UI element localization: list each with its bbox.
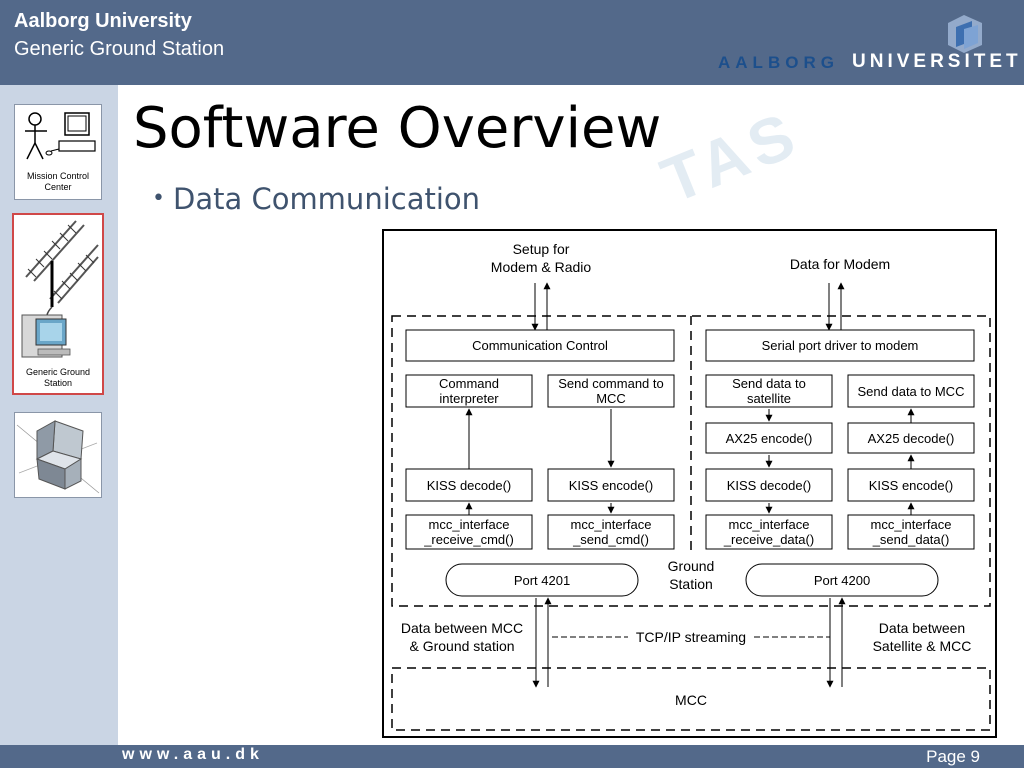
svg-text:KISS decode(): KISS decode() (427, 478, 512, 493)
svg-text:mcc_interface: mcc_interface (571, 517, 652, 532)
box-mcc-send-data: mcc_interface _send_data() (847, 514, 975, 550)
logo-text-universitet: UNIVERSITET (852, 51, 1022, 72)
svg-text:mcc_interface: mcc_interface (729, 517, 810, 532)
top-left-label: Setup for (513, 241, 570, 257)
sidebar: Mission Control Center (0, 85, 118, 745)
tcp-ip-label: TCP/IP streaming (636, 629, 746, 645)
box-command-interpreter: Command interpreter (405, 374, 533, 408)
box-kiss-decode-left: KISS decode() (405, 468, 533, 502)
sidebar-item-mission-control[interactable]: Mission Control Center (14, 104, 102, 200)
svg-text:satellite: satellite (747, 391, 791, 406)
svg-text:interpreter: interpreter (439, 391, 499, 406)
svg-text:_receive_cmd(): _receive_cmd() (423, 532, 514, 547)
svg-text:_send_cmd(): _send_cmd() (572, 532, 649, 547)
box-kiss-encode-left: KISS encode() (547, 468, 675, 502)
sidebar-label: Generic Ground (25, 367, 91, 377)
sidebar-item-generic-ground-station[interactable]: Generic Ground Station (12, 213, 104, 395)
data-between-mcc-label: & Ground station (409, 638, 514, 654)
ground-station-label: Station (669, 576, 713, 592)
svg-text:_receive_data(): _receive_data() (723, 532, 814, 547)
box-mcc-receive-data: mcc_interface _receive_data() (705, 514, 833, 550)
sidebar-label: Center (44, 182, 72, 192)
header-subtitle: Generic Ground Station (14, 38, 225, 60)
diagram-canvas: Setup for Modem & Radio Data for Modem C… (391, 241, 991, 731)
box-mcc-send-cmd: mcc_interface _send_cmd() (547, 514, 675, 550)
box-communication-control: Communication Control (405, 329, 675, 362)
satellite-cube-icon (16, 420, 100, 494)
university-logo-icon (948, 15, 982, 53)
box-send-data-satellite: Send data to satellite (705, 374, 833, 408)
footer-url: www.aau.dk (122, 746, 264, 763)
architecture-diagram: Setup for Modem & Radio Data for Modem C… (382, 229, 997, 738)
top-left-label: Modem & Radio (491, 259, 592, 275)
svg-text:KISS encode(): KISS encode() (569, 478, 654, 493)
footer-band: www.aau.dk Page 9 (0, 745, 1024, 768)
sidebar-label: Station (43, 378, 73, 388)
svg-text:Port 4200: Port 4200 (814, 573, 870, 588)
bullet-item: • Data Communication (152, 182, 480, 216)
logo-text-aalborg: AALBORG (718, 53, 839, 72)
svg-text:Send data to: Send data to (732, 376, 806, 391)
svg-text:Communication Control: Communication Control (472, 338, 608, 353)
svg-text:KISS encode(): KISS encode() (869, 478, 954, 493)
box-send-data-mcc: Send data to MCC (847, 374, 975, 408)
header-band: Aalborg University Generic Ground Statio… (0, 0, 1024, 85)
svg-text:Send data to MCC: Send data to MCC (858, 384, 965, 399)
box-kiss-encode-right: KISS encode() (847, 468, 975, 502)
sidebar-item-satellite[interactable] (14, 412, 102, 498)
svg-text:Send command to: Send command to (558, 376, 664, 391)
svg-text:AX25 decode(): AX25 decode() (868, 431, 955, 446)
svg-text:_send_data(): _send_data() (872, 532, 950, 547)
data-between-mcc-label: Data between MCC (401, 620, 523, 636)
svg-text:MCC: MCC (596, 391, 626, 406)
box-serial-driver: Serial port driver to modem (705, 329, 975, 362)
data-between-sat-label: Data between (879, 620, 965, 636)
box-send-command-mcc: Send command to MCC (547, 374, 675, 408)
ground-station-region (391, 315, 991, 607)
port-4201: Port 4201 (445, 563, 639, 597)
ground-station-icon (21, 220, 99, 358)
svg-text:AX25 encode(): AX25 encode() (726, 431, 813, 446)
mission-control-icon (25, 112, 96, 160)
header-title: Aalborg University (14, 10, 192, 32)
port-4200: Port 4200 (745, 563, 939, 597)
box-mcc-receive-cmd: mcc_interface _receive_cmd() (405, 514, 533, 550)
box-ax25-encode: AX25 encode() (705, 422, 833, 454)
ground-station-label: Ground (668, 558, 715, 574)
svg-text:Port 4201: Port 4201 (514, 573, 570, 588)
data-between-sat-label: Satellite & MCC (873, 638, 972, 654)
svg-text:mcc_interface: mcc_interface (871, 517, 952, 532)
bullet-dot-icon: • (152, 186, 165, 211)
box-ax25-decode: AX25 decode() (847, 422, 975, 454)
svg-text:Serial port driver to modem: Serial port driver to modem (762, 338, 919, 353)
mcc-label: MCC (675, 692, 707, 708)
svg-text:Command: Command (439, 376, 499, 391)
slide-title: Software Overview (133, 96, 662, 161)
bullet-text: Data Communication (172, 182, 481, 216)
top-right-label: Data for Modem (790, 256, 890, 272)
svg-text:KISS decode(): KISS decode() (727, 478, 812, 493)
page-number: Page 9 (926, 747, 980, 766)
watermark-text: TAS (651, 97, 810, 217)
svg-text:mcc_interface: mcc_interface (429, 517, 510, 532)
sidebar-label: Mission Control (26, 171, 90, 181)
box-kiss-decode-right: KISS decode() (705, 468, 833, 502)
